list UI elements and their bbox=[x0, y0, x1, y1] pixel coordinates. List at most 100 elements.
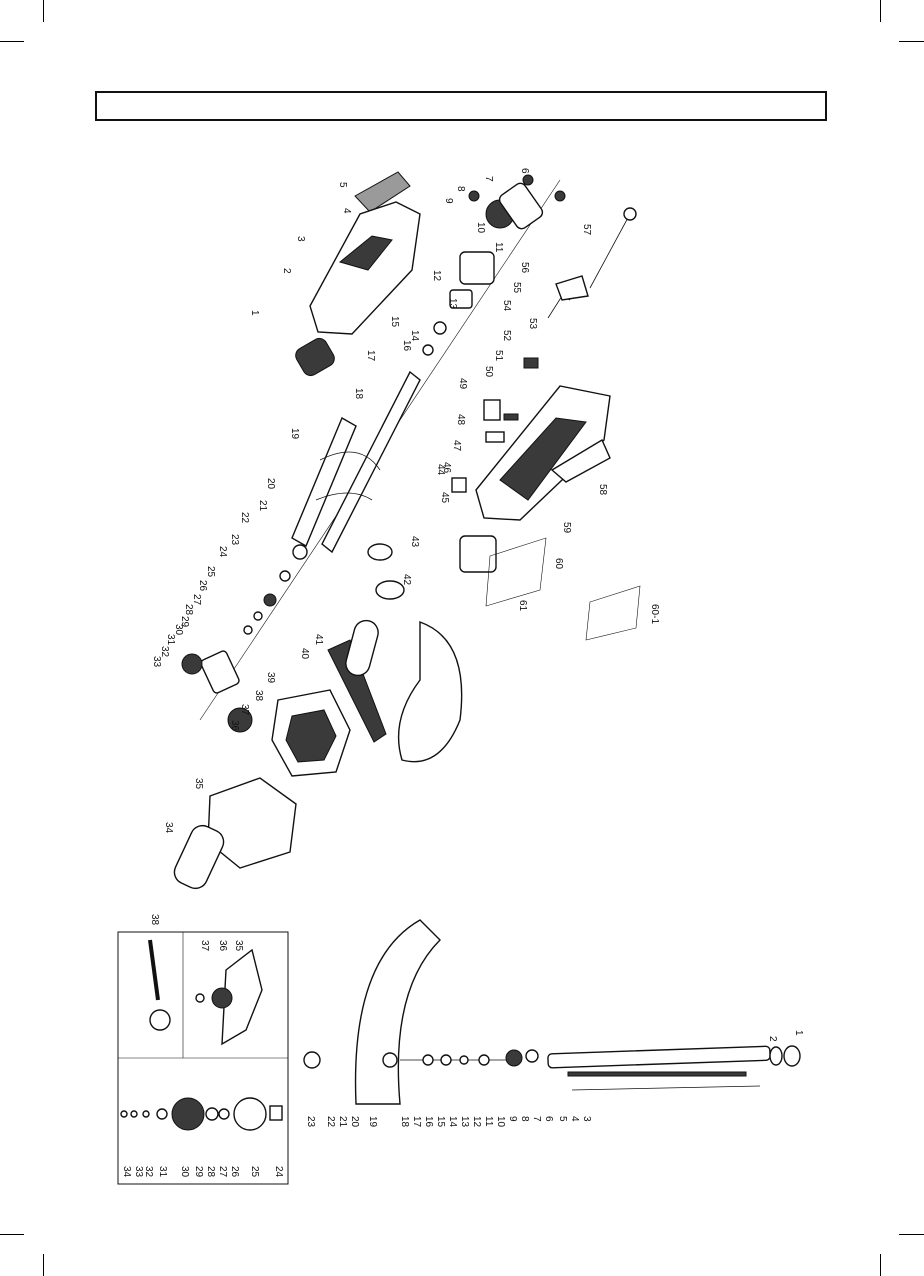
upper-part-label-50: 50 bbox=[483, 366, 494, 378]
lower-part-16 bbox=[423, 1055, 433, 1065]
lower-part-label-5: 5 bbox=[557, 1116, 568, 1122]
lower-part-31-bump bbox=[157, 1109, 167, 1119]
lower-part-label-19: 19 bbox=[367, 1116, 378, 1128]
lower-exploded-view bbox=[121, 920, 800, 1130]
upper-part-label-17: 17 bbox=[365, 350, 376, 362]
part-32-knob bbox=[182, 654, 202, 674]
part-1-end-cap bbox=[293, 336, 337, 379]
upper-part-label-35: 35 bbox=[193, 778, 204, 790]
upper-part-label-20: 20 bbox=[265, 478, 276, 490]
lower-part-label-37: 37 bbox=[199, 940, 210, 952]
lower-part-label-34: 34 bbox=[121, 1166, 132, 1178]
lower-part-label-12: 12 bbox=[471, 1116, 482, 1128]
part-56-part bbox=[556, 276, 588, 300]
part-16-washer bbox=[423, 345, 433, 355]
lower-part-34-nut bbox=[121, 1111, 127, 1117]
part-22-washer bbox=[280, 571, 290, 581]
part-11-stator bbox=[460, 252, 494, 284]
lower-part-label-15: 15 bbox=[435, 1116, 446, 1128]
part-44-shoulder-strap bbox=[399, 622, 462, 762]
upper-part-label-40: 40 bbox=[299, 648, 310, 660]
lower-part-2-ring bbox=[770, 1047, 782, 1065]
lower-part-label-36: 36 bbox=[217, 940, 228, 952]
part-35-aux-handle bbox=[208, 778, 296, 868]
lower-part-6 bbox=[526, 1050, 538, 1062]
upper-part-label-4: 4 bbox=[341, 208, 352, 214]
upper-part-label-41: 41 bbox=[313, 634, 324, 646]
upper-part-label-16: 16 bbox=[401, 340, 412, 352]
part-45-block bbox=[452, 478, 466, 492]
lower-part-label-16: 16 bbox=[423, 1116, 434, 1128]
upper-part-label-42: 42 bbox=[401, 574, 412, 586]
upper-part-label-37: 37 bbox=[239, 704, 250, 716]
lower-part-27-washer bbox=[219, 1109, 229, 1119]
upper-part-label-52: 52 bbox=[501, 330, 512, 342]
lower-part-label-4: 4 bbox=[569, 1116, 580, 1122]
lower-part-label-27: 27 bbox=[217, 1166, 228, 1178]
upper-part-label-13: 13 bbox=[447, 298, 458, 310]
part-23-gear bbox=[264, 594, 276, 606]
upper-part-label-39: 39 bbox=[265, 672, 276, 684]
lower-part-label-3: 3 bbox=[581, 1116, 592, 1122]
lower-part-label-33: 33 bbox=[133, 1166, 144, 1178]
lower-part-label-29: 29 bbox=[193, 1166, 204, 1178]
lower-part-38-wrench bbox=[150, 1010, 170, 1030]
lower-part-18-bearing bbox=[383, 1053, 397, 1067]
lower-part-label-21: 21 bbox=[337, 1116, 348, 1128]
lower-part-11 bbox=[479, 1055, 489, 1065]
upper-part-label-57: 57 bbox=[581, 224, 592, 236]
part-57-knob bbox=[624, 208, 636, 220]
upper-part-label-45: 45 bbox=[439, 492, 450, 504]
upper-part-label-11: 11 bbox=[493, 242, 504, 253]
lower-part-36-flange bbox=[212, 988, 232, 1008]
upper-part-label-51: 51 bbox=[493, 350, 504, 362]
upper-part-label-61: 61 bbox=[517, 600, 528, 612]
lower-part-12 bbox=[460, 1056, 468, 1064]
upper-part-label-2: 2 bbox=[281, 268, 292, 274]
upper-part-label-34: 34 bbox=[163, 822, 174, 834]
lower-part-label-10: 10 bbox=[495, 1116, 506, 1128]
upper-part-label-59: 59 bbox=[561, 522, 572, 534]
lower-part-label-1: 1 bbox=[793, 1030, 804, 1036]
part-50-spring bbox=[504, 414, 518, 420]
lower-part-label-25: 25 bbox=[249, 1166, 260, 1178]
part-21-bushing bbox=[293, 545, 307, 559]
upper-part-label-10: 10 bbox=[475, 222, 486, 234]
lower-part-4-rod bbox=[568, 1072, 746, 1076]
upper-part-label-12: 12 bbox=[431, 270, 442, 282]
upper-part-label-49: 49 bbox=[457, 378, 468, 390]
upper-part-label-23: 23 bbox=[229, 534, 240, 546]
part-9-screw bbox=[555, 191, 565, 201]
upper-part-label-26: 26 bbox=[197, 580, 208, 592]
lower-part-label-6: 6 bbox=[543, 1116, 554, 1122]
lower-part-label-23: 23 bbox=[305, 1116, 316, 1128]
upper-part-label-53: 53 bbox=[527, 318, 538, 330]
upper-part-label-56: 56 bbox=[519, 262, 530, 274]
part-43-clamp bbox=[368, 544, 392, 560]
upper-part-label-8: 8 bbox=[455, 186, 466, 192]
part-8-screw bbox=[469, 191, 479, 201]
upper-part-label-3: 3 bbox=[295, 236, 306, 242]
upper-part-label-54: 54 bbox=[501, 300, 512, 312]
part-26-ring bbox=[244, 626, 252, 634]
upper-part-label-31: 31 bbox=[165, 634, 176, 646]
part-42-clamp bbox=[376, 581, 404, 599]
upper-part-label-33: 33 bbox=[151, 656, 162, 668]
lower-part-label-2: 2 bbox=[767, 1036, 778, 1042]
lower-part-label-9: 9 bbox=[507, 1116, 518, 1122]
lower-part-label-20: 20 bbox=[349, 1116, 360, 1128]
upper-part-label-28: 28 bbox=[183, 604, 194, 616]
lower-part-28-spring bbox=[206, 1108, 218, 1120]
lower-part-19-guard bbox=[356, 920, 440, 1104]
lower-part-label-35: 35 bbox=[233, 940, 244, 952]
lower-inset-frame bbox=[118, 932, 288, 1184]
upper-part-label-22: 22 bbox=[239, 512, 250, 524]
upper-part-label-7: 7 bbox=[483, 176, 494, 182]
part-14-washer bbox=[434, 322, 446, 334]
upper-part-label-38: 38 bbox=[253, 690, 264, 702]
upper-part-label-47: 47 bbox=[451, 440, 462, 452]
part-31-head-housing bbox=[200, 650, 241, 694]
part-49-lever bbox=[484, 400, 500, 420]
lower-part-label-24: 24 bbox=[273, 1166, 284, 1178]
